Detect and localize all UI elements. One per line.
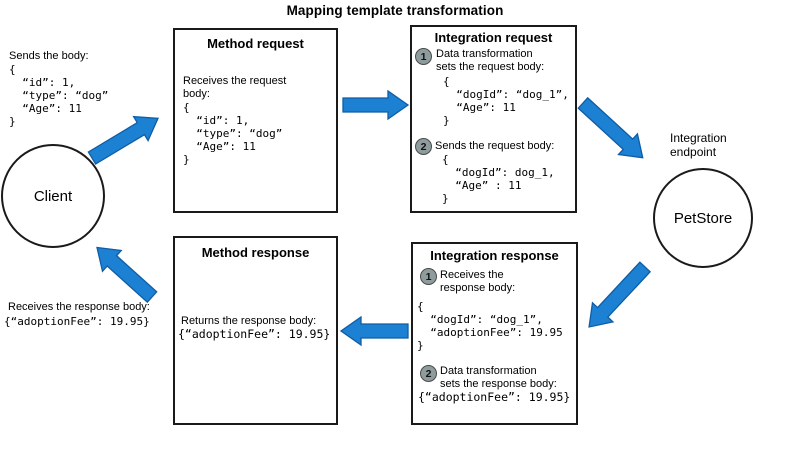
integration-request-title: Integration request [434,30,553,45]
arrow-integration-response-to-method-response [339,315,409,347]
method-response-body: {“adoptionFee”: 19.95} [178,327,331,341]
diagram-title: Mapping template transformation [286,3,504,18]
integration-response-step1-label: Receives the response body: [440,269,516,294]
integration-request-step1-body: { “dogId”: “dog_1”, “Age”: 11 } [443,75,569,127]
integration-response-step1-body: { “dogId”: “dog_1”, “adoptionFee”: 19.95… [417,300,563,352]
client-sends-label: Sends the body: [9,50,89,62]
client-receives-label: Receives the response body: [8,301,150,313]
method-request-box: Method request Receives the request body… [173,28,338,213]
integration-request-box: Integration request 1 Data transformatio… [410,25,577,213]
method-request-body: { “id”: 1, “type”: “dog” “Age”: 11 } [183,101,283,166]
method-response-title: Method response [201,245,310,260]
method-response-box: Method response Returns the response bod… [173,236,338,425]
arrow-method-response-to-client [96,246,158,304]
integration-response-step2-body: {“adoptionFee”: 19.95} [418,390,571,404]
step-1-badge: 1 [420,268,437,285]
arrow-endpoint-to-integration-response [588,261,652,328]
integration-response-title: Integration response [430,248,559,263]
method-request-title: Method request [207,36,304,51]
integration-request-step1-label: Data transformation sets the request bod… [436,48,545,73]
petstore-circle: PetStore [653,168,753,268]
arrow-integration-request-to-endpoint [577,96,644,159]
arrow-method-request-to-integration-request [342,89,410,121]
integration-request-step2-label: Sends the request body: [435,140,555,152]
integration-response-box: Integration response 1 Receives the resp… [411,242,578,425]
step-2-badge: 2 [415,138,432,155]
client-sends-body: { “id”: 1, “type”: “dog” “Age”: 11 } [9,63,109,128]
client-label: Client [33,187,73,205]
integration-endpoint-label: Integration endpoint [670,131,727,159]
petstore-label: PetStore [673,209,733,227]
method-request-desc: Receives the request body: [183,75,287,100]
client-circle: Client [1,144,105,248]
step-1-badge: 1 [415,48,432,65]
client-receives-body: {“adoptionFee”: 19.95} [4,315,150,328]
method-response-desc: Returns the response body: [181,315,317,327]
step-2-badge: 2 [420,365,437,382]
integration-request-step2-body: { “dogId”: dog_1, “Age” : 11 } [442,153,555,205]
integration-response-step2-label: Data transformation sets the response bo… [440,365,557,390]
